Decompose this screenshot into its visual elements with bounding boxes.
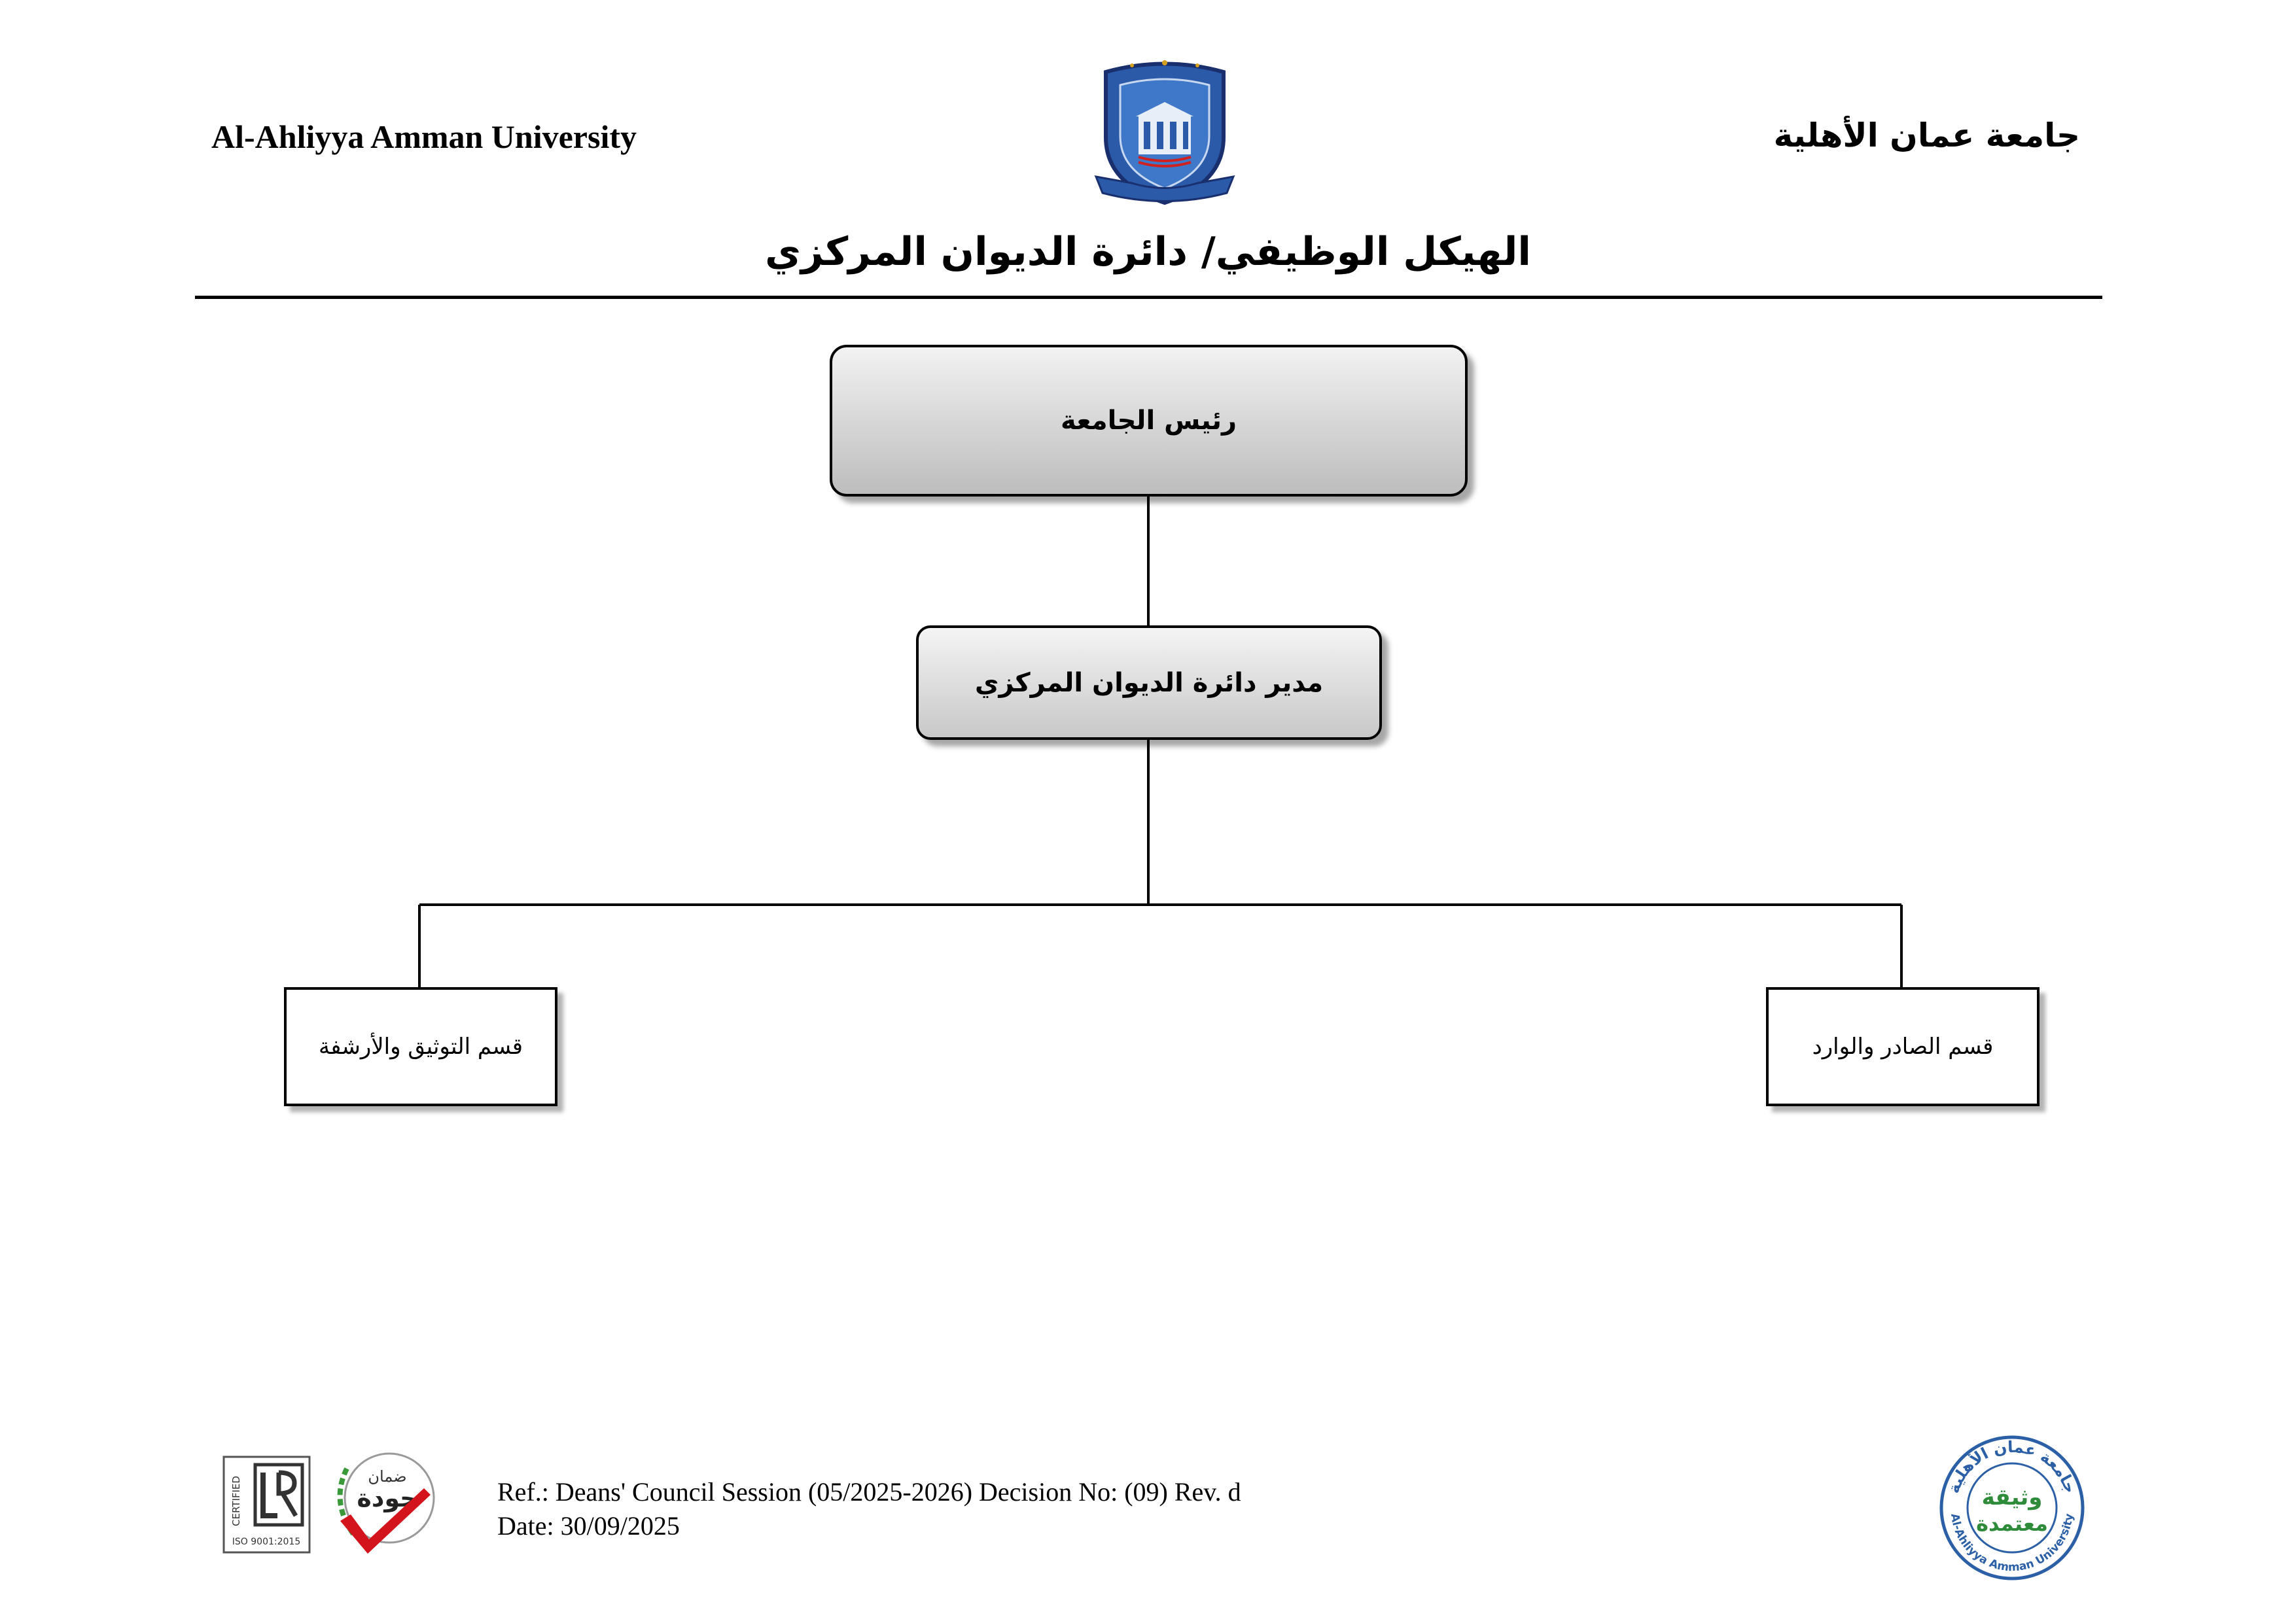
quality-assurance-icon: ضمان جودة bbox=[337, 1452, 435, 1554]
lr-badge-bottom-text: ISO 9001:2015 bbox=[232, 1537, 300, 1547]
university-crest-icon bbox=[1094, 60, 1235, 205]
org-node-documentation-archiving-label: قسم التوثيق والأرشفة bbox=[318, 1034, 523, 1060]
reference-date: Date: 30/09/2025 bbox=[497, 1511, 680, 1541]
approved-document-stamp-icon: جامعة عمان الأهلية Al-Ahliyya Amman Univ… bbox=[1939, 1435, 2085, 1580]
org-node-incoming-outgoing-dept: قسم الصادر والوارد bbox=[1766, 987, 2040, 1106]
page-title: الهيكل الوظيفي/ دائرة الديوان المركزي bbox=[765, 229, 1531, 275]
lr-badge-top-text: CERTIFIED bbox=[230, 1476, 242, 1526]
org-node-president-label: رئيس الجامعة bbox=[1060, 406, 1237, 436]
quality-badge-line1: ضمان bbox=[368, 1467, 406, 1486]
org-node-documentation-archiving-dept: قسم التوثيق والأرشفة bbox=[284, 987, 557, 1106]
header-divider bbox=[195, 296, 2102, 299]
org-node-incoming-outgoing-label: قسم الصادر والوارد bbox=[1812, 1034, 1994, 1060]
stamp-center-line1: وثيقة bbox=[1982, 1484, 2043, 1510]
lr-certified-icon: CERTIFIED ISO 9001:2015 bbox=[222, 1456, 311, 1554]
org-node-president: رئيس الجامعة bbox=[830, 345, 1468, 497]
org-node-director: مدير دائرة الديوان المركزي bbox=[916, 625, 1382, 740]
org-node-director-label: مدير دائرة الديوان المركزي bbox=[974, 667, 1324, 698]
university-name-ar: جامعة عمان الأهلية bbox=[1773, 116, 2080, 154]
reference-line: Ref.: Deans' Council Session (05/2025-20… bbox=[497, 1477, 1241, 1507]
document-reference: Ref.: Deans' Council Session (05/2025-20… bbox=[497, 1475, 1241, 1543]
stamp-center-line2: معتمدة bbox=[1976, 1511, 2048, 1536]
university-name-en: Al-Ahliyya Amman University bbox=[211, 118, 637, 155]
